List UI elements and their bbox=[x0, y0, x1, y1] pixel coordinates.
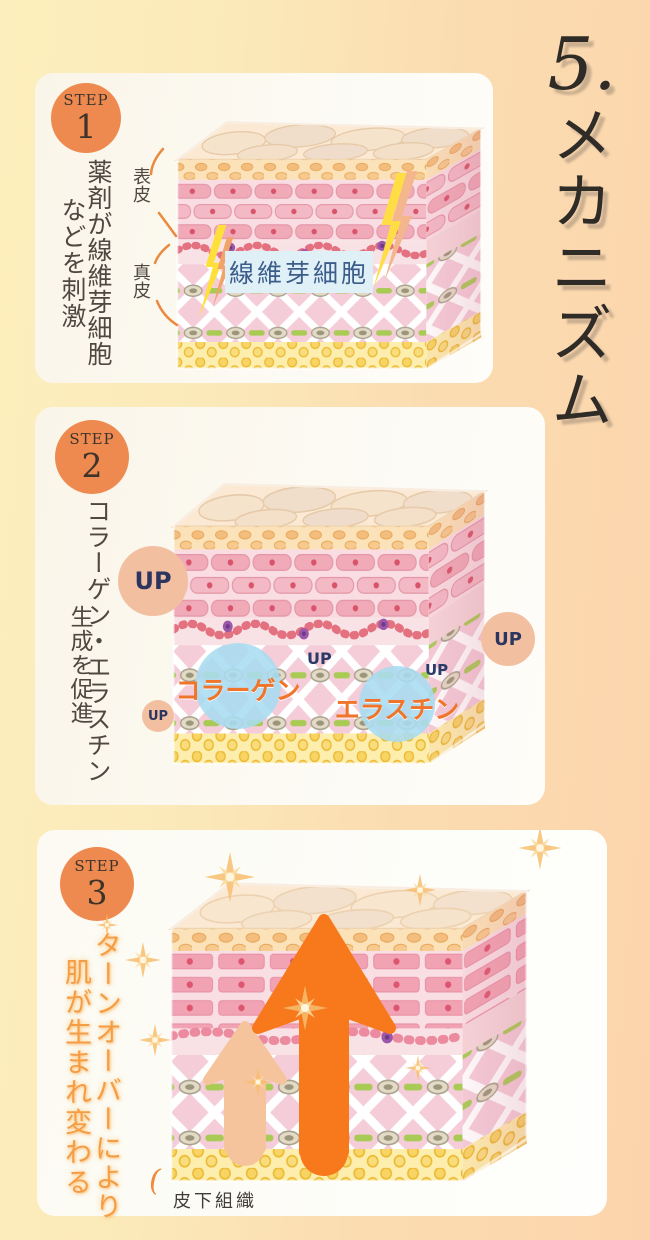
step-badge-number: 1 bbox=[75, 107, 97, 146]
elastin-label: エラスチン bbox=[334, 695, 460, 724]
step-badge-number: 3 bbox=[86, 873, 108, 912]
step1-decorations bbox=[149, 147, 417, 327]
sparkle-icon bbox=[518, 830, 562, 870]
sparkle-icon bbox=[96, 914, 118, 936]
collagen-circle bbox=[195, 643, 281, 729]
step2-caption-secondary: 生成を促進 bbox=[66, 605, 92, 725]
lightning-bolt-icon bbox=[199, 225, 227, 318]
step1-badge: STEP 1 bbox=[51, 83, 121, 153]
elastin-circle bbox=[359, 666, 435, 742]
step-badge-number: 2 bbox=[81, 446, 103, 485]
up-badge: UP bbox=[142, 700, 174, 732]
subcutaneous-label: 皮下組織 bbox=[173, 1191, 257, 1212]
step1-card: STEP 1 薬剤が線維芽細胞 などを刺激 表皮 真皮 線維芽細胞 bbox=[35, 73, 493, 383]
step-badge-label: STEP bbox=[69, 430, 115, 448]
step-badge-label: STEP bbox=[74, 857, 120, 875]
step2-card: STEP 2 コラーゲン・エラスチン 生成を促進 コラーゲン エラスチン UP … bbox=[35, 407, 545, 805]
sparkle-icon bbox=[405, 1055, 431, 1081]
step2-caption-primary: コラーゲン・エラスチン bbox=[83, 498, 112, 784]
page-title-char: ズ bbox=[552, 300, 612, 370]
up-text: UP bbox=[425, 661, 449, 679]
up-arrow-icon bbox=[203, 1021, 287, 1166]
collagen-label: コラーゲン bbox=[175, 676, 301, 705]
up-arrow-icon bbox=[252, 914, 396, 1176]
step3-badge: STEP 3 bbox=[60, 847, 134, 921]
sparkle-icon bbox=[138, 1023, 172, 1057]
step1-caption-primary: 薬剤が線維芽細胞 bbox=[84, 159, 113, 367]
sparkle-icon bbox=[403, 873, 437, 907]
up-badge: UP bbox=[481, 612, 535, 666]
page-title: 5. メ カ ニ ズ ム bbox=[520, 24, 644, 434]
epidermis-bracket bbox=[149, 147, 178, 238]
dermis-bracket bbox=[153, 243, 179, 327]
epidermis-label: 表皮 bbox=[130, 167, 151, 203]
page-title-char: ニ bbox=[552, 234, 612, 304]
page-title-number: 5. bbox=[547, 22, 617, 106]
step3-caption-secondary: 肌が生まれ変わる bbox=[60, 958, 91, 1198]
step3-caption-primary: ターンオーバーにより bbox=[90, 931, 121, 1221]
up-badge: UP bbox=[118, 546, 188, 616]
page-title-char: カ bbox=[552, 168, 612, 238]
step1-caption-secondary: などを刺激 bbox=[58, 197, 87, 330]
step3-card: STEP 3 ターンオーバーにより 肌が生まれ変わる ( 皮下組織 bbox=[37, 830, 607, 1221]
sparkle-icon bbox=[125, 942, 161, 978]
page-title-char: メ bbox=[552, 102, 612, 172]
step-badge-label: STEP bbox=[63, 91, 109, 109]
up-text: UP bbox=[307, 649, 332, 668]
step2-badge: STEP 2 bbox=[55, 420, 129, 494]
sparkle-icon bbox=[204, 851, 256, 903]
step3-decorations bbox=[96, 830, 562, 1176]
fibroblast-label: 線維芽細胞 bbox=[225, 251, 373, 293]
page-title-char: ム bbox=[552, 366, 612, 436]
dermis-label: 真皮 bbox=[130, 263, 151, 299]
